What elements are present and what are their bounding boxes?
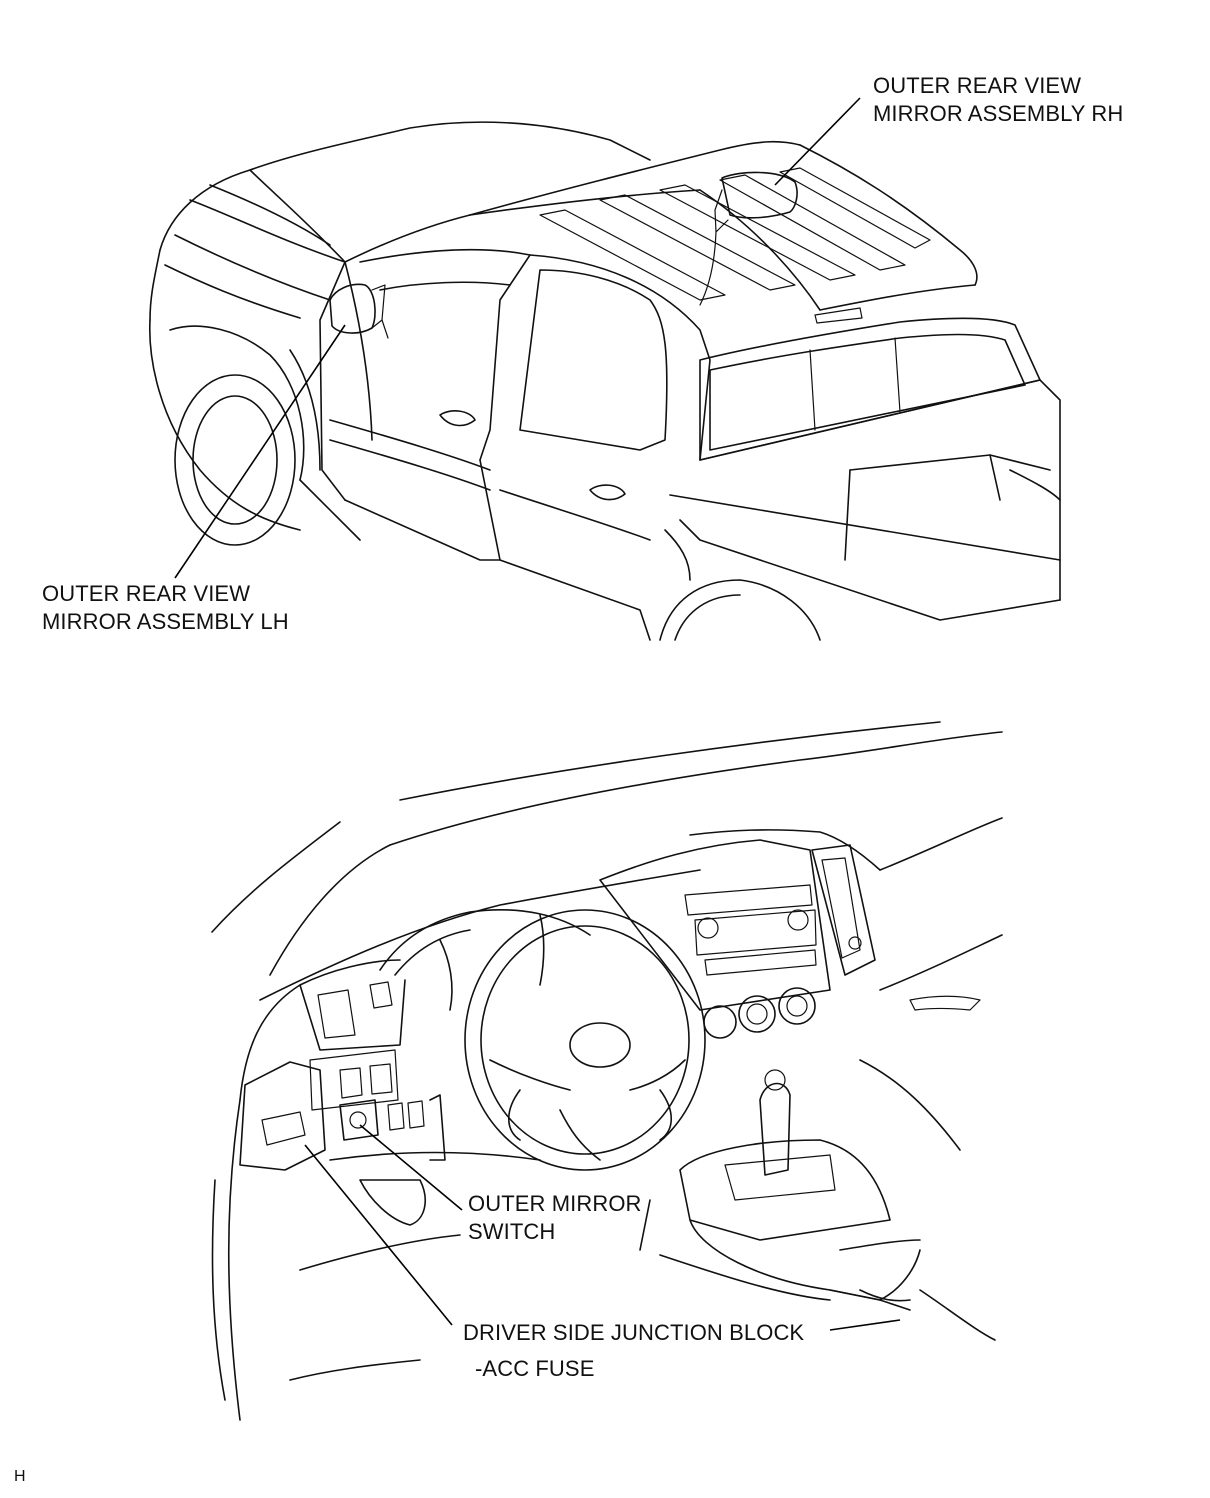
label-mirror-rh: OUTER REAR VIEW MIRROR ASSEMBLY RH: [873, 72, 1123, 128]
mirror-rh-shape: [721, 171, 798, 219]
label-junction-block: DRIVER SIDE JUNCTION BLOCK -ACC FUSE: [463, 1315, 804, 1387]
mirror-switch-shape: [339, 1099, 379, 1141]
label-mirror-switch: OUTER MIRROR SWITCH: [468, 1190, 642, 1246]
junction-block-shape: [239, 1061, 326, 1171]
label-junction-block-line1: DRIVER SIDE JUNCTION BLOCK: [463, 1320, 805, 1345]
label-junction-block-line2: -ACC FUSE: [475, 1356, 595, 1381]
label-mirror-rh-line2: MIRROR ASSEMBLY RH: [873, 101, 1124, 126]
label-mirror-lh-line1: OUTER REAR VIEW: [42, 581, 251, 606]
label-mirror-switch-line2: SWITCH: [468, 1219, 556, 1244]
mirror-lh-shape: [329, 283, 376, 334]
label-mirror-lh: OUTER REAR VIEW MIRROR ASSEMBLY LH: [42, 580, 289, 636]
label-mirror-switch-line1: OUTER MIRROR: [468, 1191, 642, 1216]
vehicle-exterior-illustration: [148, 97, 1061, 641]
label-mirror-lh-line2: MIRROR ASSEMBLY LH: [42, 609, 289, 634]
corner-mark: H: [14, 1468, 26, 1485]
label-mirror-rh-line1: OUTER REAR VIEW: [873, 73, 1082, 98]
